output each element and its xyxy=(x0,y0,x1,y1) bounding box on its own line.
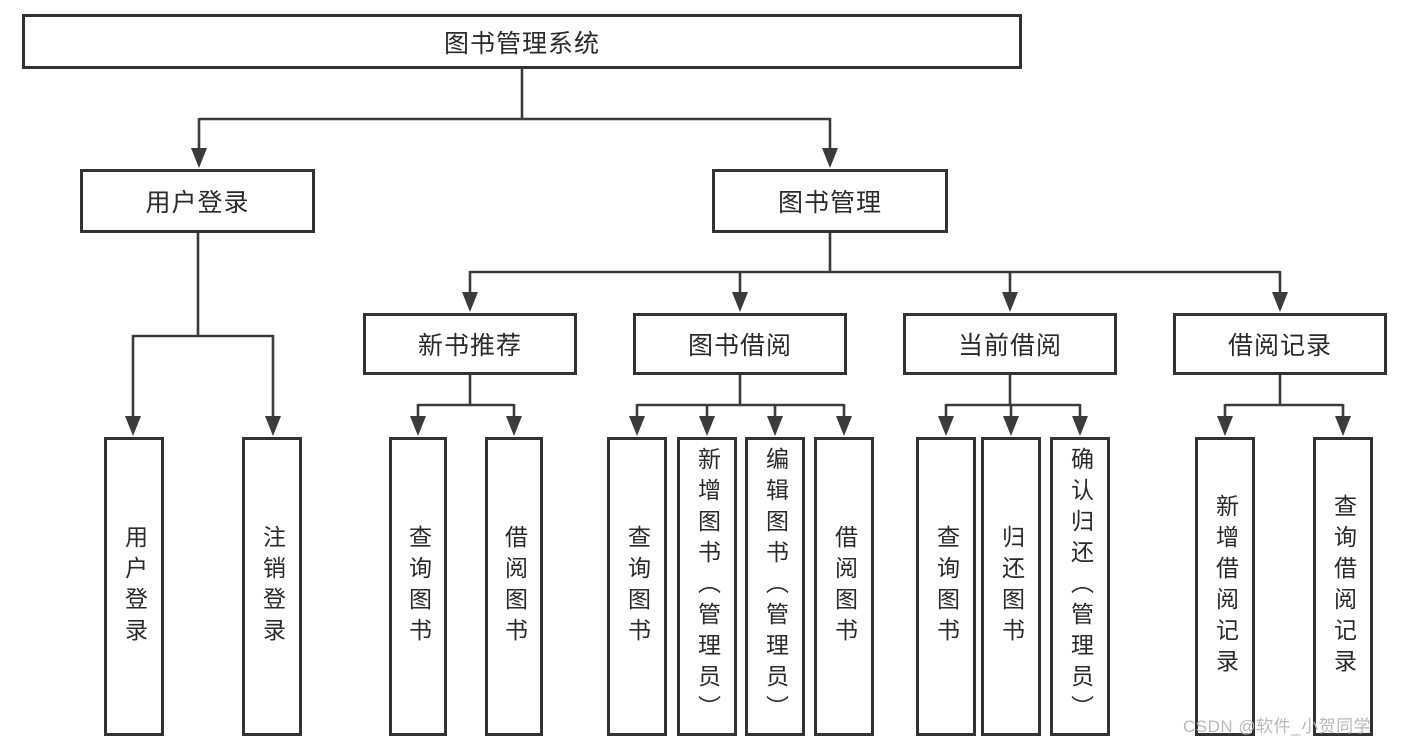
node-borrow-books: 借阅图书 xyxy=(814,437,874,736)
node-book-management: 图书管理 xyxy=(712,169,948,233)
node-library-system: 图书管理系统 xyxy=(22,14,1022,69)
node-label: 当前借阅 xyxy=(957,332,1062,360)
node-query-borrow-record: 查询借阅记录 xyxy=(1313,437,1373,736)
node-label: 归还图书 xyxy=(998,524,1025,649)
node-current-borrowing: 当前借阅 xyxy=(903,313,1117,375)
node-query-books: 查询图书 xyxy=(607,437,667,736)
node-label: 图书管理 xyxy=(777,189,882,217)
node-return-books: 归还图书 xyxy=(981,437,1041,736)
node-user-login-item: 用户登录 xyxy=(104,437,164,736)
node-label: 图书管理系统 xyxy=(443,29,600,58)
node-query-books: 查询图书 xyxy=(916,437,976,736)
node-borrow-books: 借阅图书 xyxy=(485,437,543,736)
node-label: 用户登录 xyxy=(121,524,148,649)
node-borrowing-records: 借阅记录 xyxy=(1173,313,1387,375)
node-query-books: 查询图书 xyxy=(389,437,447,736)
node-label: 查询图书 xyxy=(624,524,651,649)
node-label: 借阅图书 xyxy=(831,524,858,649)
node-label: 新增借阅记录 xyxy=(1212,493,1239,680)
node-label: 查询图书 xyxy=(933,524,960,649)
node-logout-item: 注销登录 xyxy=(242,437,302,736)
node-label: 注销登录 xyxy=(259,524,286,649)
node-label: 查询图书 xyxy=(405,524,432,649)
node-label: 借阅记录 xyxy=(1227,332,1332,360)
node-user-login: 用户登录 xyxy=(80,169,315,233)
node-new-book-recommendation: 新书推荐 xyxy=(363,313,577,375)
node-label: 新书推荐 xyxy=(417,332,522,360)
node-edit-books-admin: 编辑图书（管理员） xyxy=(745,437,805,736)
node-add-books-admin: 新增图书（管理员） xyxy=(677,437,737,736)
node-book-borrowing: 图书借阅 xyxy=(633,313,847,375)
node-label: 确认归还（管理员） xyxy=(1067,447,1094,726)
node-label: 用户登录 xyxy=(145,189,250,217)
node-label: 编辑图书（管理员） xyxy=(762,447,789,726)
node-confirm-return-admin: 确认归还（管理员） xyxy=(1050,437,1110,736)
node-label: 图书借阅 xyxy=(687,332,792,360)
node-label: 借阅图书 xyxy=(501,524,528,649)
node-add-borrow-record: 新增借阅记录 xyxy=(1195,437,1255,736)
node-label: 查询借阅记录 xyxy=(1330,493,1357,680)
watermark: CSDN @软件_小贺同学 xyxy=(1183,717,1372,736)
node-label: 新增图书（管理员） xyxy=(694,447,721,726)
